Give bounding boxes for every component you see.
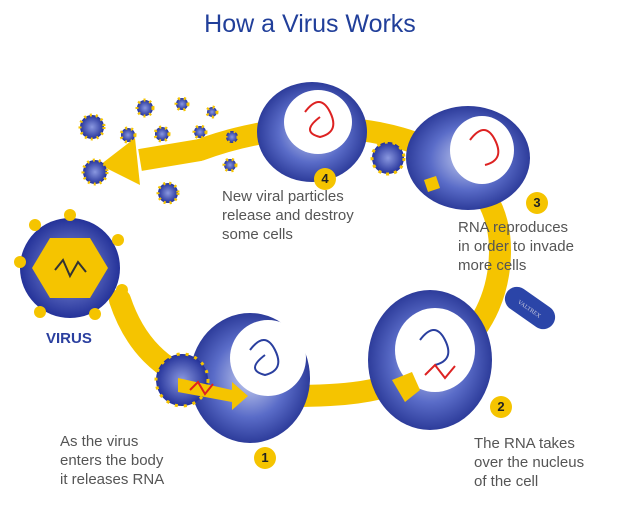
cell-step-4 [257,82,367,182]
step-3-number: 3 [526,192,548,214]
cell-step-3 [370,106,530,210]
virus-label: VIRUS [46,330,92,347]
step-3-line: RNA reproduces [458,219,569,236]
step-2-line: over the nucleus [474,454,585,471]
step-2-number: 2 [490,396,512,418]
step-2-line: The RNA takes [474,435,575,452]
step-4-text: New viral particles release and destroy … [222,187,354,244]
step-1-line: it releases RNA [60,471,165,488]
page-title: How a Virus Works [204,10,416,38]
step-4-line: New viral particles [222,188,344,205]
cycle-arrow-upper [138,139,202,171]
step-1-text: As the virus enters the body it releases… [60,432,164,489]
cell-step-1 [154,313,310,443]
cell-step-2 [368,290,492,430]
step-1-line: As the virus [60,433,139,450]
step-3-line: in order to invade [458,238,574,255]
step-1-number: 1 [254,447,276,469]
pill-icon: VALTREX [504,286,556,330]
step-2-text: The RNA takes over the nucleus of the ce… [474,434,584,491]
virus-icon [14,209,128,320]
step-3-text: RNA reproduces in order to invade more c… [458,218,574,275]
step-4-line: release and destroy [222,207,354,224]
step-2-line: of the cell [474,473,539,490]
viral-particles [78,96,240,205]
step-3-line: more cells [458,257,527,274]
step-1-line: enters the body [60,452,164,469]
arrow-head [100,138,140,185]
step-4-number: 4 [314,168,336,190]
step-4-line: some cells [222,226,293,243]
